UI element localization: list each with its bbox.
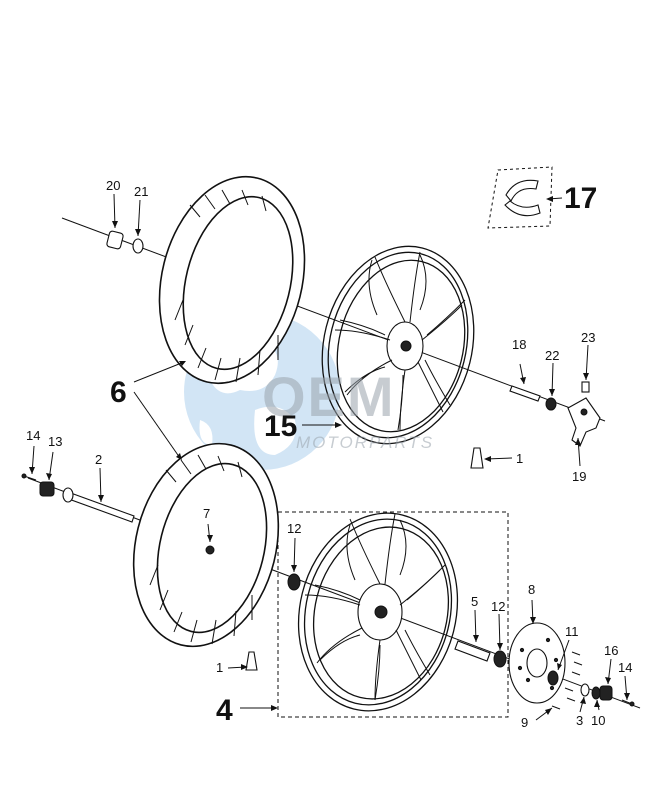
callout-12-left: 12	[287, 521, 301, 536]
callout-16: 16	[604, 643, 618, 658]
part-10-washer	[591, 686, 601, 700]
part-16-nut	[599, 685, 613, 701]
part-3-washer	[580, 683, 590, 697]
part-23-screw	[581, 381, 590, 393]
callout-7: 7	[203, 506, 210, 521]
part-12-bearing-right	[493, 650, 507, 668]
callout-15: 15	[264, 410, 297, 443]
part-13-nut	[39, 481, 55, 497]
lower-rim	[297, 512, 459, 712]
part-14-pin-right	[621, 699, 635, 707]
watermark-brand: OEM	[262, 365, 396, 428]
callout-10: 10	[591, 713, 605, 728]
part-2-axle	[62, 487, 135, 523]
arrow-heads	[29, 196, 630, 715]
callout-20: 20	[106, 178, 120, 193]
part-11-collar	[547, 670, 559, 686]
part-22-washer	[545, 397, 557, 411]
callout-14-right: 14	[618, 660, 632, 675]
callout-23: 23	[581, 330, 595, 345]
callout-4: 4	[216, 694, 233, 727]
watermark-subtitle: MOTORPARTS	[296, 433, 434, 452]
part-9-disc-bolts	[551, 651, 583, 710]
brake-shoes-box	[487, 166, 553, 229]
part-5-spacer	[454, 640, 491, 662]
callout-19: 19	[572, 469, 586, 484]
callout-1-upper: 1	[516, 451, 523, 466]
front-wheel-group-box	[277, 511, 509, 718]
callout-18: 18	[512, 337, 526, 352]
part-19-bracket	[567, 397, 601, 447]
upper-tire	[158, 175, 306, 385]
callout-22: 22	[545, 348, 559, 363]
callout-6: 6	[110, 376, 127, 409]
callout-1-lower: 1	[216, 660, 223, 675]
callout-13: 13	[48, 434, 62, 449]
callout-3: 3	[576, 713, 583, 728]
part-8-brake-disc	[508, 622, 566, 704]
part-20-nut	[106, 230, 124, 250]
callout-9: 9	[521, 715, 528, 730]
callout-11: 11	[565, 624, 579, 639]
part-21-washer	[132, 238, 144, 254]
part-18-bolt	[509, 385, 541, 402]
callout-12-right: 12	[491, 599, 505, 614]
part-12-bearing-left	[287, 573, 301, 591]
callout-8: 8	[528, 582, 535, 597]
callout-14-left: 14	[26, 428, 40, 443]
part-14-pin-left	[21, 473, 37, 481]
callout-21: 21	[134, 184, 148, 199]
part-1-valve-upper	[470, 447, 484, 469]
callout-5: 5	[471, 594, 478, 609]
lower-tire	[132, 442, 280, 648]
upper-rim	[321, 245, 475, 445]
callout-17: 17	[564, 182, 597, 215]
callout-2: 2	[95, 452, 102, 467]
part-1-valve-lower	[245, 651, 258, 671]
